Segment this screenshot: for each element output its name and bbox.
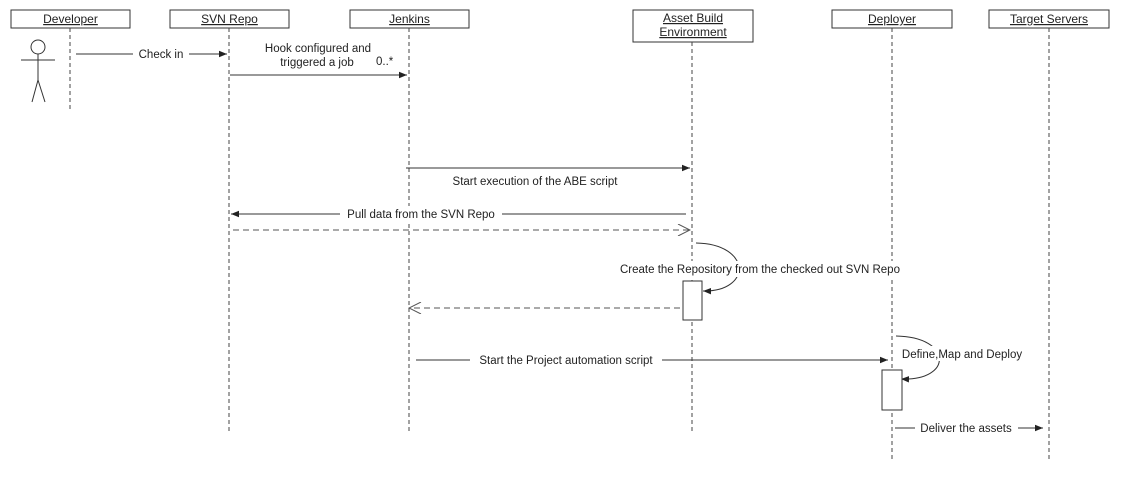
participant-abe-label-line-1: Asset Build [663,11,723,25]
participant-jenkins-label: Jenkins [389,12,430,26]
participant-asset-build-environment: Asset Build Environment [632,9,754,43]
activation-abe [682,280,703,321]
message-hook-multiplicity: 0..* [376,56,394,68]
participant-jenkins: Jenkins [349,9,470,29]
message-define-map-deploy-label: Define,Map and Deploy [902,349,1022,361]
message-hook-label-line-1: Hook configured and [265,43,371,55]
participant-target-servers: Target Servers [988,9,1110,29]
message-create-repo: Create the Repository from the checked o… [612,242,908,295]
message-start-abe: Start execution of the ABE script [406,164,690,188]
message-create-repo-label: Create the Repository from the checked o… [620,264,900,276]
participant-developer: Developer [10,9,131,29]
participant-target-servers-label: Target Servers [1010,12,1088,26]
participant-svn-repo: SVN Repo [169,9,290,29]
message-start-project-label: Start the Project automation script [479,355,653,367]
participant-svn-repo-label: SVN Repo [201,12,258,26]
participant-deployer: Deployer [831,9,953,29]
message-check-in: Check in [76,46,227,62]
message-start-abe-label: Start execution of the ABE script [453,176,619,188]
message-deliver-label: Deliver the assets [920,423,1012,435]
message-hook-label-line-2: triggered a job [280,57,354,69]
activation-deployer [881,369,903,411]
message-check-in-label: Check in [139,49,184,61]
participant-deployer-label: Deployer [868,12,916,26]
message-deliver: Deliver the assets [895,420,1043,436]
message-pull-data-label: Pull data from the SVN Repo [347,209,495,221]
participant-abe-label-line-2: Environment [659,25,727,39]
message-start-project: Start the Project automation script [416,352,888,368]
actor-icon [21,39,55,103]
message-hook: Hook configured and triggered a job 0..* [230,43,407,79]
message-pull-data: Pull data from the SVN Repo [231,206,686,222]
message-define-map-deploy: Define,Map and Deploy [895,335,1027,383]
participant-developer-label: Developer [43,12,98,26]
